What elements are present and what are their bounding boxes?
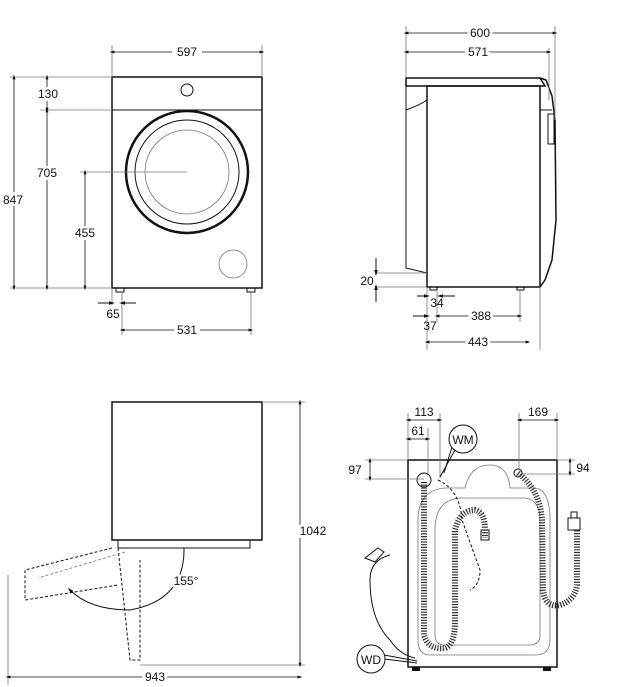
door-open-view: 1042 943 155° xyxy=(5,399,330,687)
rear-view: 113 61 97 169 94 WM WD xyxy=(348,405,590,674)
dim-door-open-depth: 943 xyxy=(145,670,165,684)
dim-inlet-height: 97 xyxy=(348,463,362,477)
label-wd: WD xyxy=(361,653,381,667)
dim-foot-inset: 37 xyxy=(423,319,437,333)
dim-foot-offset: 34 xyxy=(430,296,444,310)
dim-door-center: 455 xyxy=(75,226,95,240)
dim-total-height: 1042 xyxy=(300,524,327,538)
dim-total-height: 847 xyxy=(3,193,23,207)
dim-total-depth: 600 xyxy=(470,26,490,40)
dim-foot-inset: 65 xyxy=(106,307,120,321)
dim-base-depth: 443 xyxy=(468,335,488,349)
dim-foot-spacing: 388 xyxy=(471,309,491,323)
label-wm: WM xyxy=(452,433,473,447)
dim-foot-spacing: 531 xyxy=(177,323,197,337)
dim-inlet-offset: 61 xyxy=(411,424,425,438)
dim-drain-hose-height: 94 xyxy=(576,461,590,475)
dim-body-depth: 571 xyxy=(468,45,488,59)
dim-width: 597 xyxy=(177,45,197,59)
dim-drain-offset: 113 xyxy=(414,405,433,419)
dim-back-clearance: 20 xyxy=(360,274,374,288)
side-view: 600 571 20 34 37 388 443 xyxy=(360,7,558,352)
dim-drain-hose-offset: 169 xyxy=(528,405,548,419)
dim-door-angle: 155° xyxy=(174,574,199,588)
front-view: 597 847 130 705 455 65 531 xyxy=(2,45,265,337)
dim-door-top: 705 xyxy=(37,166,57,180)
dim-top: 130 xyxy=(38,87,58,101)
